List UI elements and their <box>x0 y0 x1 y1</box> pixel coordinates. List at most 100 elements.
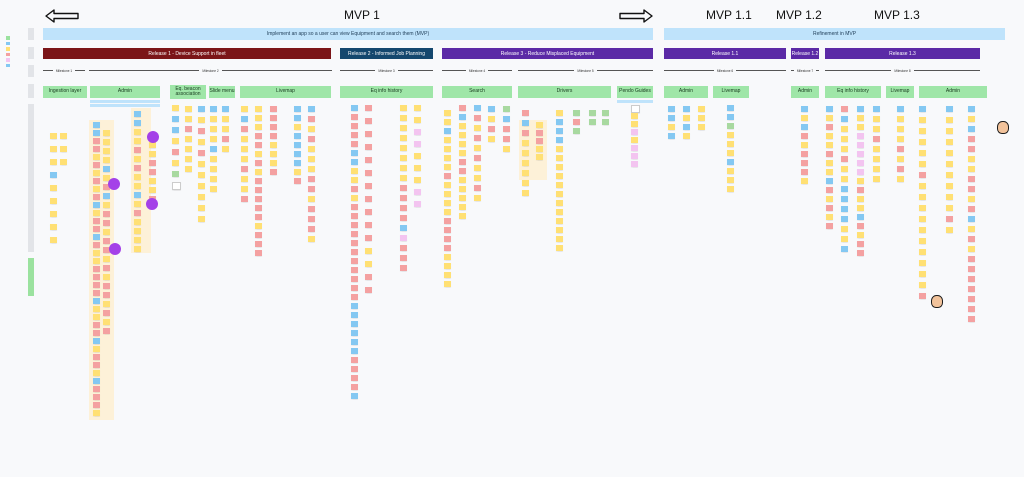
sticky-note <box>946 205 953 211</box>
sticky-note <box>93 330 100 336</box>
activity-admin-1-1: Admin <box>664 86 708 98</box>
sticky-note <box>400 165 407 171</box>
sticky-note <box>351 276 358 282</box>
sticky-note <box>826 214 833 220</box>
sticky-note <box>93 306 100 312</box>
sticky-note <box>351 330 358 336</box>
sticky-note <box>556 218 563 224</box>
sticky-note <box>351 357 358 363</box>
sticky-note <box>241 126 248 132</box>
sticky-note <box>365 105 372 111</box>
sticky-note <box>351 375 358 381</box>
release-3: Release 3 - Reduce Misplaced Equipment <box>442 48 653 59</box>
sticky-note <box>683 106 690 112</box>
sticky-note <box>103 238 110 244</box>
milestone-1: Milestone 1 <box>43 68 85 73</box>
sticky-note <box>351 186 358 192</box>
sticky-note <box>50 185 57 191</box>
sticky-note <box>351 150 358 156</box>
sticky-note <box>474 125 481 131</box>
mvp-title: MVP 1 <box>344 8 380 22</box>
sticky-note <box>210 156 217 162</box>
sticky-note <box>351 267 358 273</box>
sticky-note <box>93 194 100 200</box>
activity-pendo-guides: Pendo Guides <box>617 86 653 98</box>
sticky-note <box>93 146 100 152</box>
legend-swatch-green <box>6 36 10 40</box>
sticky-note <box>103 139 110 145</box>
sticky-note <box>103 292 110 298</box>
sticky-note <box>826 178 833 184</box>
sticky-note <box>536 146 543 152</box>
activity-drivers: Drivers <box>518 86 611 98</box>
sticky-note <box>946 227 953 233</box>
sticky-note <box>365 274 372 280</box>
sticky-note <box>826 196 833 202</box>
sticky-note <box>556 146 563 152</box>
milestone-3: Milestone 3 <box>340 68 433 73</box>
sticky-note <box>210 186 217 192</box>
sticky-note <box>474 135 481 141</box>
sticky-note <box>919 139 926 145</box>
mvp-1-2-title: MVP 1.2 <box>776 8 822 22</box>
sticky-note <box>897 176 904 182</box>
sticky-note <box>841 246 848 252</box>
sticky-note <box>365 183 372 189</box>
sticky-note <box>365 287 372 293</box>
sticky-note <box>93 378 100 384</box>
sticky-note <box>93 386 100 392</box>
sticky-note <box>727 114 734 120</box>
sticky-note <box>444 236 451 242</box>
sticky-note <box>857 232 864 238</box>
sticky-note <box>198 161 205 167</box>
sticky-note <box>103 202 110 208</box>
sticky-note <box>270 151 277 157</box>
sticky-note <box>270 124 277 130</box>
sticky-note <box>801 142 808 148</box>
sticky-note <box>103 247 110 253</box>
sticky-note <box>134 228 141 234</box>
sticky-note <box>946 194 953 200</box>
sticky-note <box>602 119 609 125</box>
activity-eq-info-history: Eq info history <box>340 86 433 98</box>
sticky-note <box>50 211 57 217</box>
sticky-note <box>488 106 495 112</box>
sticky-note <box>134 210 141 216</box>
sticky-note <box>50 133 57 139</box>
sticky-note <box>919 249 926 255</box>
sticky-note <box>103 301 110 307</box>
sticky-note <box>556 227 563 233</box>
sticky-note <box>474 105 481 111</box>
sticky-note <box>968 126 975 132</box>
sticky-note <box>351 159 358 165</box>
sticky-note <box>826 187 833 193</box>
milestone-8: Milestone 8 <box>825 68 980 73</box>
sticky-note <box>444 191 451 197</box>
sticky-note <box>968 266 975 272</box>
sticky-note <box>93 130 100 136</box>
sticky-note <box>968 216 975 222</box>
legend-swatch-blue-2 <box>6 63 10 67</box>
sticky-note <box>444 281 451 287</box>
sticky-note <box>294 124 301 130</box>
sticky-note <box>897 166 904 172</box>
sticky-note <box>308 136 315 142</box>
sticky-note <box>946 139 953 145</box>
sticky-note <box>536 138 543 144</box>
sticky-note <box>255 160 262 166</box>
sticky-note <box>134 156 141 162</box>
sticky-note <box>93 362 100 368</box>
sticky-note <box>841 176 848 182</box>
sticky-note <box>308 226 315 232</box>
sticky-note <box>351 141 358 147</box>
sticky-note <box>351 114 358 120</box>
sticky-note <box>826 160 833 166</box>
lane-label-stories <box>28 104 34 252</box>
sticky-note <box>841 136 848 142</box>
sticky-note <box>801 106 808 112</box>
sticky-note <box>968 296 975 302</box>
lane-label-activity <box>28 84 34 98</box>
admin-story-group-bg-2 <box>131 108 151 253</box>
sticky-note <box>573 128 580 134</box>
mvp-1-3-title: MVP 1.3 <box>874 8 920 22</box>
